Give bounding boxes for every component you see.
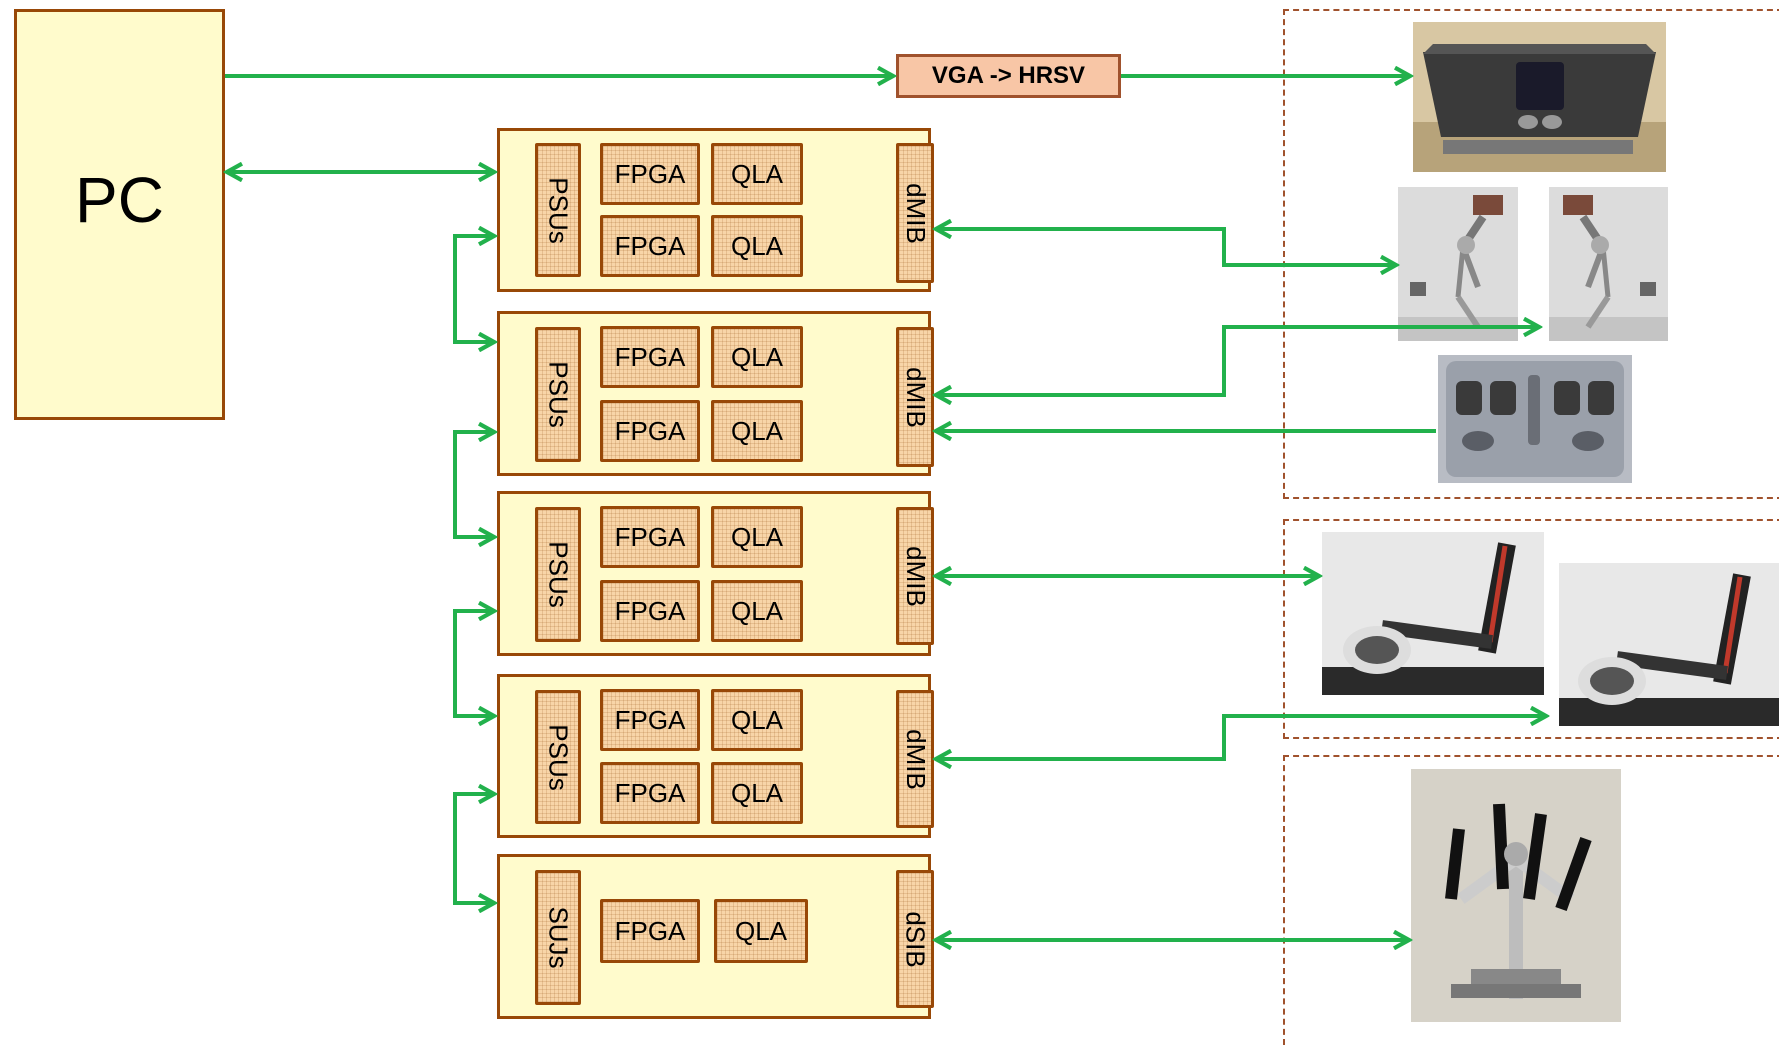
chain-arrow-1-2 [455,236,494,342]
crate2-to-right-mtm-arrow [936,327,1539,395]
crate1-to-left-mtm-arrow [936,229,1396,265]
chain-arrow-2-3 [455,432,494,537]
chain-arrow-4-5 [455,794,494,903]
crate4-to-right-psm-arrow [936,716,1546,759]
chain-arrow-3-4 [455,611,494,716]
